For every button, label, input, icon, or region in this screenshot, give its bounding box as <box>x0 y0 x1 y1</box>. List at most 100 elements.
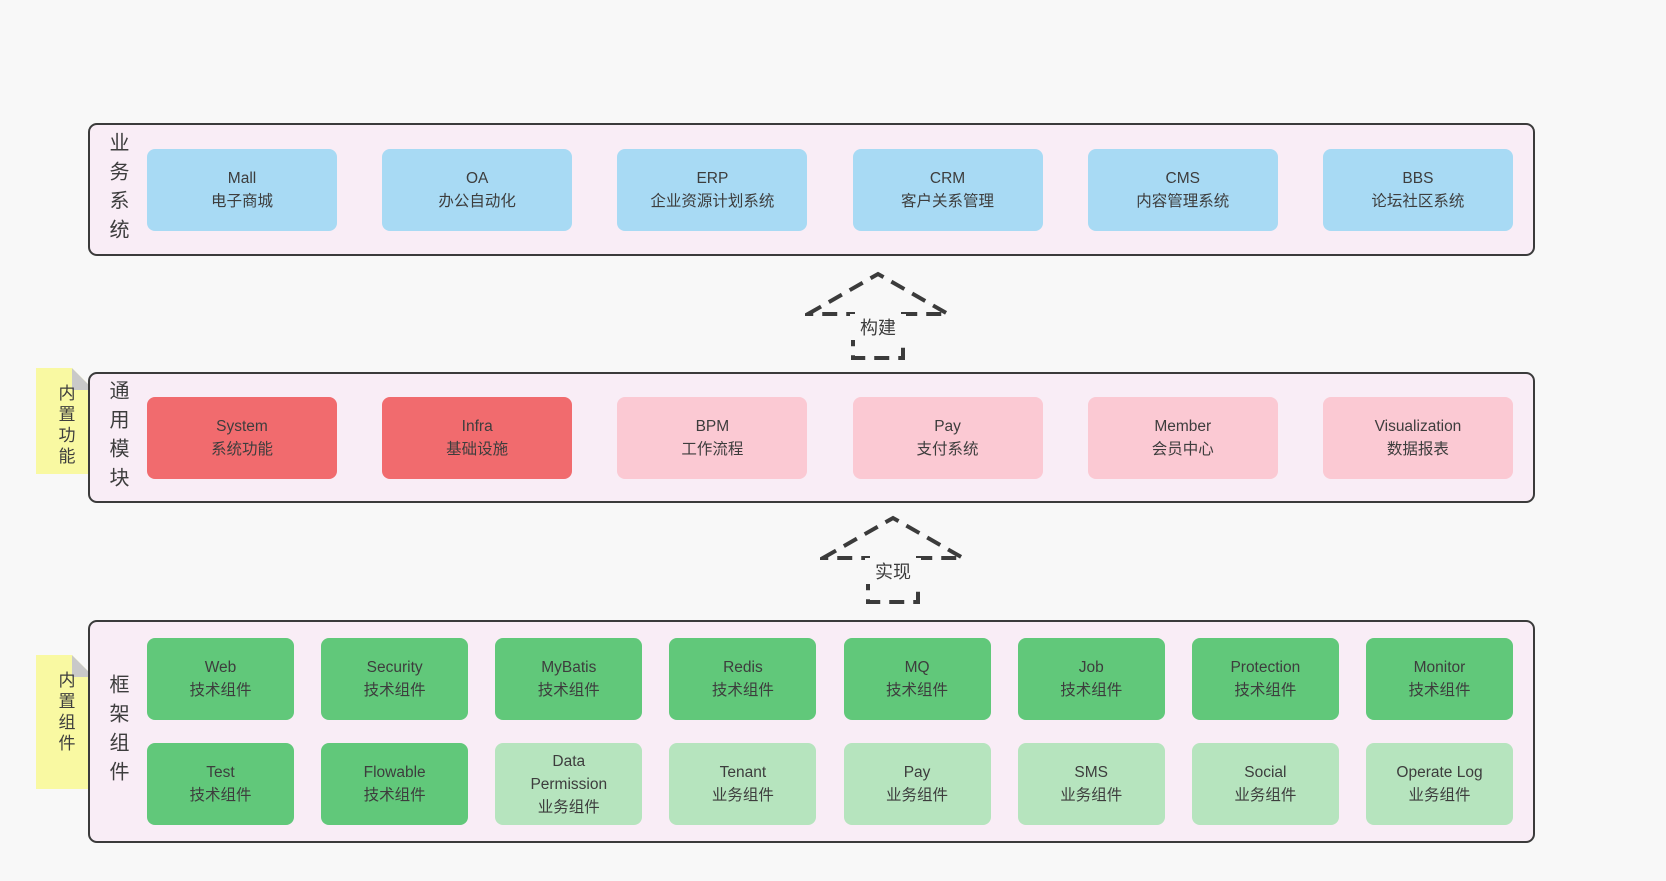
box-system: System 系统功能 <box>147 396 337 479</box>
box-member: Member 会员中心 <box>1087 396 1278 479</box>
sticky-note-label: 内置功能 <box>55 384 75 468</box>
box-oa: OA 办公自动化 <box>382 148 573 231</box>
box-text-line: 技术组件 <box>189 682 252 699</box>
box-bbs: BBS 论坛社区系统 <box>1322 148 1513 231</box>
box-protection: Protection 技术组件 <box>1191 638 1339 720</box>
box-text-line: 业务组件 <box>711 787 774 804</box>
box-text-line: SMS <box>1074 764 1108 781</box>
arrow-label: 实现 <box>875 562 911 582</box>
box-mybatis: MyBatis 技术组件 <box>495 638 643 720</box>
box-sms: SMS 业务组件 <box>1017 743 1165 825</box>
box-text-line: 基础设施 <box>446 440 509 458</box>
box-text-line: Tenant <box>719 764 767 781</box>
box-text-line: 技术组件 <box>537 682 600 699</box>
box-text-line: 技术组件 <box>363 787 426 804</box>
box-text-line: Flowable <box>363 764 426 781</box>
box-text-line: 数据报表 <box>1386 440 1449 458</box>
section-label: 业务系统 <box>106 131 128 248</box>
box-text-line: BBS <box>1402 169 1434 187</box>
box-erp: ERP 企业资源计划系统 <box>617 148 808 231</box>
box-text-line: 会员中心 <box>1151 440 1214 458</box>
box-text-line: ERP <box>696 169 729 187</box>
section-label: 框架组件 <box>106 673 128 790</box>
box-text-line: 业务组件 <box>537 798 600 816</box>
box-text-line: 客户关系管理 <box>901 192 995 210</box>
box-crm: CRM 客户关系管理 <box>852 148 1043 231</box>
box-text-line: CMS <box>1165 169 1200 187</box>
box-operate-log: Operate Log 业务组件 <box>1365 743 1513 825</box>
box-text-line: 技术组件 <box>189 787 252 804</box>
box-redis: Redis 技术组件 <box>669 638 817 720</box>
box-text-line: 办公自动化 <box>438 192 516 210</box>
box-text-line: MyBatis <box>541 659 597 676</box>
box-text-line: 企业资源计划系统 <box>650 192 775 210</box>
box-text-line: 电子商城 <box>210 192 273 210</box>
box-web: Web 技术组件 <box>147 638 294 720</box>
box-text-line: Pay <box>903 764 931 781</box>
box-text-line: Visualization <box>1374 417 1462 435</box>
section-business-systems: 业务系统 Mall 电子商城 OA 办公自动化 ERP 企业资源计划系统 CRM 客户关系管理… <box>88 123 1535 256</box>
box-text-line: 技术组件 <box>363 682 426 699</box>
box-text-line: Member <box>1154 417 1212 435</box>
sticky-note-label: 内置组件 <box>55 671 75 755</box>
box-social: Social 业务组件 <box>1191 743 1339 825</box>
box-text-line: Job <box>1078 659 1104 676</box>
box-text-line: Mall <box>227 169 257 187</box>
box-text-line: Operate Log <box>1396 764 1483 781</box>
box-text-line: Monitor <box>1413 659 1466 676</box>
sticky-note-builtin-features: 内置功能 <box>36 368 94 474</box>
arrow-up-build: 构建 <box>805 271 951 360</box>
box-text-line: 技术组件 <box>1234 682 1297 699</box>
box-text-line: 技术组件 <box>711 682 774 699</box>
box-mq: MQ 技术组件 <box>843 638 991 720</box>
box-job: Job 技术组件 <box>1017 638 1165 720</box>
box-text-line: Data <box>552 752 586 770</box>
box-text-line: 业务组件 <box>1060 787 1123 804</box>
arrow-label-backdrop <box>865 558 921 584</box>
box-text-line: OA <box>465 169 489 187</box>
arrow-label-backdrop <box>850 314 906 340</box>
box-text-line: Test <box>206 764 235 781</box>
box-pay: Pay 支付系统 <box>852 396 1043 479</box>
box-visualization: Visualization 数据报表 <box>1322 396 1513 479</box>
box-text-line: 系统功能 <box>210 440 273 458</box>
box-text-line: 业务组件 <box>1408 787 1471 804</box>
box-monitor: Monitor 技术组件 <box>1365 638 1513 720</box>
box-bpm: BPM 工作流程 <box>617 396 808 479</box>
box-text-line: BPM <box>695 417 730 435</box>
box-text-line: System <box>216 417 268 435</box>
box-text-line: Protection <box>1230 659 1301 676</box>
box-text-line: 支付系统 <box>916 440 979 458</box>
box-text-line: 工作流程 <box>681 440 744 458</box>
box-flowable: Flowable 技术组件 <box>321 743 469 825</box>
box-security: Security 技术组件 <box>321 638 469 720</box>
box-text-line: 业务组件 <box>886 787 949 804</box>
box-tenant: Tenant 业务组件 <box>669 743 817 825</box>
sticky-note-builtin-components: 内置组件 <box>36 655 94 789</box>
box-text-line: Redis <box>723 659 763 676</box>
box-text-line: Social <box>1244 764 1287 781</box>
box-text-line: 业务组件 <box>1234 787 1297 804</box>
box-text-line: 技术组件 <box>886 682 949 699</box>
box-text-line: CRM <box>929 169 966 187</box>
box-text-line: Web <box>204 659 237 676</box>
box-text-line: Permission <box>530 775 608 793</box>
box-mall: Mall 电子商城 <box>147 148 337 231</box>
box-text-line: 技术组件 <box>1408 682 1471 699</box>
box-text-line: 论坛社区系统 <box>1371 192 1465 210</box>
box-text-line: MQ <box>904 659 930 676</box>
box-text-line: Security <box>366 659 423 676</box>
box-text-line: Pay <box>934 417 961 435</box>
box-text-line: 技术组件 <box>1060 682 1123 699</box>
